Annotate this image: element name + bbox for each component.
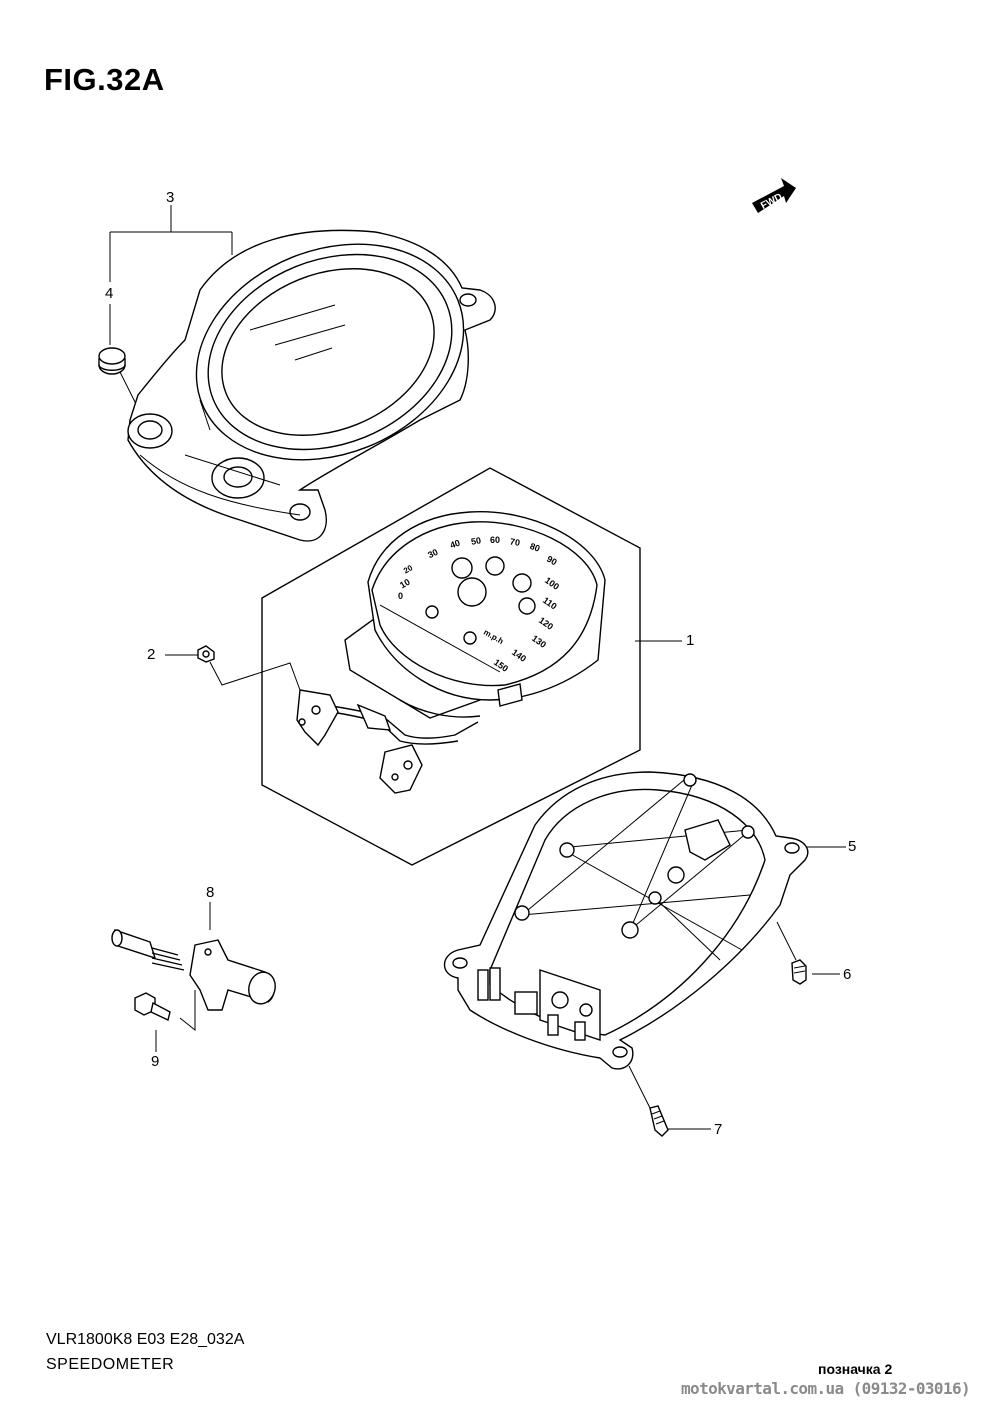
watermark: motokvartal.com.ua (09132-03016) (681, 1379, 971, 1398)
scale-number: 80 (529, 541, 542, 554)
callout-4: 4 (105, 285, 114, 302)
callout-3: 3 (166, 189, 175, 206)
scale-number: 30 (426, 547, 439, 560)
scale-number: 10 (398, 577, 412, 591)
scale-number: 40 (449, 538, 462, 551)
scale-number: 70 (509, 536, 521, 548)
speedometer-assembly-part-1: 0 10 20 30 40 50 60 70 80 90 100 110 120… (296, 510, 606, 794)
screw-part-6 (791, 959, 807, 985)
fwd-arrow-label: FWD (759, 192, 784, 212)
leader-lines (109, 205, 846, 1130)
bolt-part-9 (134, 992, 171, 1021)
screw-part-2 (197, 645, 215, 663)
scale-number: 50 (470, 535, 482, 547)
figure-title: FIG.32A (44, 62, 165, 97)
speed-sensor-part-8 (111, 928, 276, 1011)
mark-label: позначка 2 (818, 1361, 893, 1377)
grommet-part-4 (98, 347, 126, 375)
scale-number: 90 (545, 554, 559, 568)
callout-9: 9 (151, 1053, 160, 1070)
assembly-boundary-part-1 (261, 467, 641, 866)
callout-7: 7 (714, 1121, 723, 1138)
callout-2: 2 (147, 646, 156, 663)
meter-case-part-3 (127, 229, 496, 542)
callout-8: 8 (206, 884, 215, 901)
callout-1: 1 (686, 632, 695, 649)
screw-part-7 (649, 1105, 669, 1137)
callout-6: 6 (843, 966, 852, 983)
scale-number: 0 (398, 591, 403, 601)
part-name: SPEEDOMETER (46, 1356, 175, 1373)
meter-bracket-part-5 (443, 771, 809, 1070)
fwd-arrow-icon: FWD (752, 178, 796, 213)
model-code: VLR1800K8 E03 E28_032A (46, 1331, 245, 1348)
callout-5: 5 (848, 838, 857, 855)
scale-number: 60 (490, 535, 500, 545)
